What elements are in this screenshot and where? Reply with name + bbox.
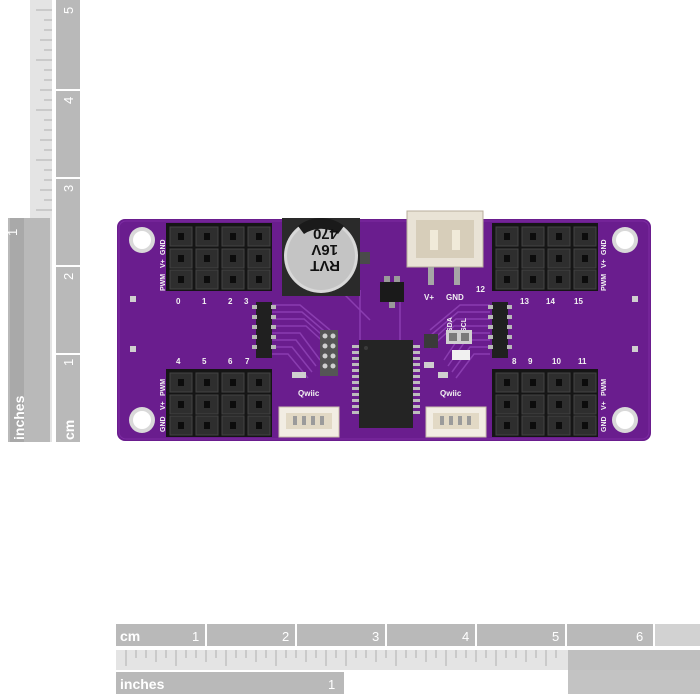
label-vplus-br: V+: [601, 401, 608, 410]
capacitor-text-2: 16V: [311, 241, 338, 258]
qwiic-label-right: Qwiic: [440, 389, 462, 398]
servo-driver-board: PWM V+ GND PWM V+ GND GND V+ PWM GND V+ …: [117, 210, 651, 441]
label-gnd-tr: GND: [601, 239, 608, 255]
channel-5: 5: [202, 357, 207, 366]
header-labels-bottom-left: GND V+ PWM: [160, 379, 167, 432]
label-pwm-bl: PWM: [160, 379, 167, 396]
bottom-ruler-cm-1: 1: [192, 629, 199, 644]
label-gnd-tl: GND: [160, 239, 167, 255]
qwiic-label-left: Qwiic: [298, 389, 320, 398]
header-block-top-right: [492, 223, 598, 291]
header-block-bottom-left: [166, 369, 272, 437]
label-pwm-br: PWM: [601, 379, 608, 396]
bottom-ruler-inch-1: 1: [328, 677, 335, 692]
bottom-ruler: cm 1 2 3 4 5 6: [116, 624, 700, 694]
header-block-top-left: [166, 223, 272, 291]
pullup-jumper: [424, 330, 472, 360]
bottom-ruler-ticks: [125, 650, 557, 666]
channel-8: 8: [512, 357, 517, 366]
left-ruler: 1 2 inches 1 2 3 4 5 cm: [5, 0, 80, 442]
left-ruler-cm-5: 5: [61, 7, 76, 14]
channel-3: 3: [244, 297, 249, 306]
channel-1: 1: [202, 297, 207, 306]
power-label-vplus: V+: [424, 293, 434, 302]
channel-2: 2: [228, 297, 233, 306]
qwiic-connector-right: [425, 406, 487, 438]
label-vplus-tr: V+: [601, 259, 608, 268]
left-ruler-cm-4: 4: [61, 97, 76, 104]
capacitor-text-1: RVT: [310, 257, 340, 274]
left-ruler-inch-2: 2: [5, 0, 20, 6]
power-label-gnd: GND: [446, 293, 464, 302]
label-vplus-tl: V+: [160, 259, 167, 268]
label-gnd-bl: GND: [160, 416, 167, 432]
resistor-network-right: [488, 302, 512, 358]
label-pwm-tl: PWM: [160, 274, 167, 291]
left-ruler-inch-1: 1: [5, 229, 20, 236]
bottom-ruler-cm-6: 6: [636, 629, 643, 644]
power-connector: [406, 210, 484, 285]
left-ruler-ticks: [36, 9, 52, 211]
channel-13: 13: [520, 297, 529, 306]
header-labels-bottom-right: GND V+ PWM: [601, 379, 608, 432]
label-pwm-tr: PWM: [601, 274, 608, 291]
left-ruler-cm-label: cm: [61, 420, 77, 440]
label-gnd-br: GND: [601, 416, 608, 432]
channel-11: 11: [578, 357, 587, 366]
qwiic-connector-left: [278, 406, 340, 438]
channel-labels: 0 1 2 3 12 13 14 15 4 5 6 7 8 9 10 11: [176, 285, 587, 366]
smd-components: [130, 296, 638, 378]
resistor-network-left: [252, 302, 276, 358]
channel-10: 10: [552, 357, 561, 366]
header-labels-top-left: PWM V+ GND: [160, 239, 167, 291]
left-ruler-cm-1: 1: [61, 359, 76, 366]
capacitor: RVT 16V 470: [282, 217, 370, 296]
channel-4: 4: [176, 357, 181, 366]
i2c-label-sda: SDA: [447, 317, 454, 332]
channel-9: 9: [528, 357, 533, 366]
channel-15: 15: [574, 297, 583, 306]
channel-14: 14: [546, 297, 555, 306]
i2c-label-scl: SCL: [461, 317, 468, 332]
mounting-holes: [129, 227, 638, 433]
bottom-ruler-cm-2: 2: [282, 629, 289, 644]
channel-6: 6: [228, 357, 233, 366]
channel-0: 0: [176, 297, 181, 306]
header-block-bottom-right: [492, 369, 598, 437]
channel-7: 7: [245, 357, 250, 366]
label-vplus-bl: V+: [160, 401, 167, 410]
pwm-controller-chip: [352, 340, 420, 428]
left-ruler-cm-2: 2: [61, 273, 76, 280]
jumper-pads: [320, 330, 338, 376]
transistor: [380, 276, 404, 308]
bottom-ruler-cm-4: 4: [462, 629, 469, 644]
bottom-ruler-cm-5: 5: [552, 629, 559, 644]
left-ruler-inches-label: inches: [11, 395, 27, 440]
capacitor-text-3: 470: [313, 225, 338, 242]
left-ruler-cm-3: 3: [61, 185, 76, 192]
bottom-ruler-inches-label: inches: [120, 676, 165, 692]
channel-12: 12: [476, 285, 485, 294]
bottom-ruler-cm-3: 3: [372, 629, 379, 644]
bottom-ruler-cm-label: cm: [120, 628, 140, 644]
header-labels-top-right: PWM V+ GND: [601, 239, 608, 291]
